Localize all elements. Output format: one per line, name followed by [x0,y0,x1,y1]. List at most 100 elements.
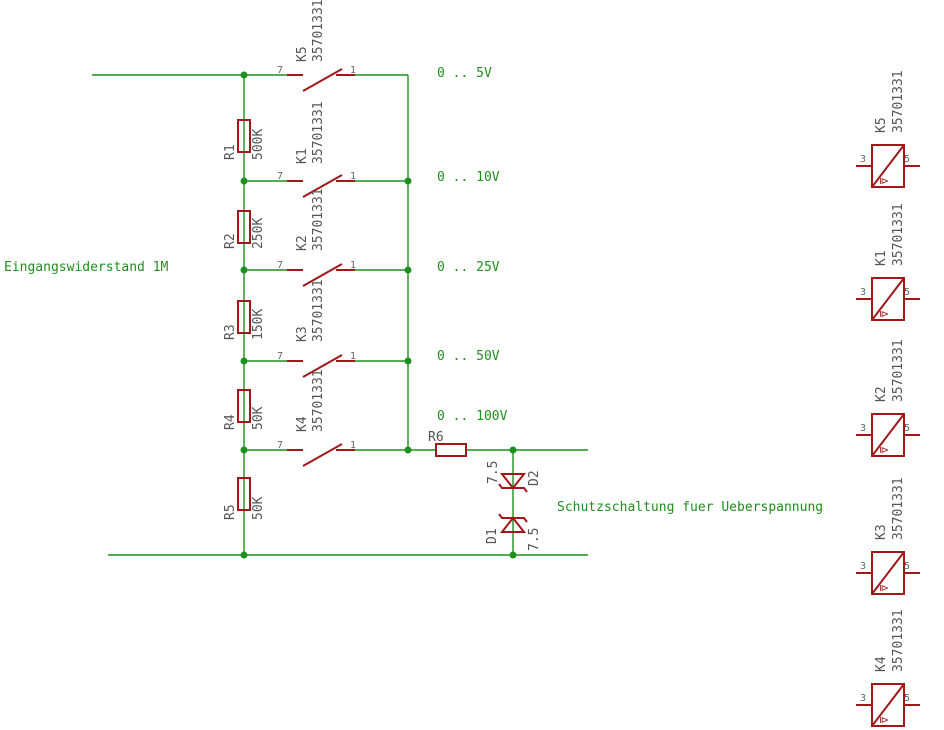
contact-part: 35701331 [311,101,326,164]
coil-diagonal [871,413,905,457]
contact-blade [302,443,343,467]
pin-number: 3 [860,287,866,298]
junction-dot [240,357,248,365]
range-label-25v: 0 .. 25V [437,260,500,275]
pin-number: 5 [904,287,910,298]
resistor-name: R4 [223,414,238,430]
relay-coil-k5: 3 5 ⧐ K5 35701331 [856,70,920,188]
pin-number: 5 [904,423,910,434]
pin-number: 3 [860,423,866,434]
contact-name: K3 [295,326,310,342]
range-labels: 0 .. 5V 0 .. 10V 0 .. 25V 0 .. 50V 0 .. … [437,66,508,424]
resistor-r6: R6 [428,430,467,457]
coil-diagonal [871,277,905,321]
contact-blade [302,68,343,92]
pin-number: 3 [860,561,866,572]
coil-diode-icon: ⧐ [879,445,889,456]
contact-name: K5 [295,46,310,62]
resistor-body [435,443,467,457]
coil-name: K1 [874,250,889,266]
relay-contact-k5: 7 1 K5 35701331 [277,0,356,92]
resistor-value: 250K [251,218,266,249]
contact-blade [302,263,343,287]
resistor-r1: R1 500K [223,119,266,160]
relay-coil-k3: 3 5 ⧐ K3 35701331 [856,477,920,595]
coil-part: 35701331 [891,477,906,540]
pin-number: 7 [277,351,283,362]
contact-name: K4 [295,416,310,432]
resistor-name: R1 [223,144,238,160]
resistor-r5: R5 50K [223,477,266,520]
diode-value: 7.5 [486,461,501,484]
contact-name: K1 [295,148,310,164]
coil-diode-icon: ⧐ [879,176,889,187]
resistor-body [237,119,251,153]
coil-diagonal [871,144,905,188]
resistor-body [237,300,251,334]
diode-name: D2 [527,470,542,486]
pin-number: 5 [904,561,910,572]
pin-number: 1 [350,440,356,451]
resistor-value: 50K [251,406,266,430]
zener-bar [498,513,528,523]
coil-part: 35701331 [891,339,906,402]
resistor-body [237,210,251,244]
coil-diagonal [871,551,905,595]
resistor-r2: R2 250K [223,210,266,249]
contact-blade [302,354,343,378]
diode-value: 7.5 [527,528,542,551]
contact-part: 35701331 [311,369,326,432]
coil-name: K2 [874,386,889,402]
zener-bar [498,483,528,493]
resistor-name: R3 [223,324,238,340]
pin-number: 1 [350,260,356,271]
pin-number: 7 [277,171,283,182]
diode-triangle-outline [499,516,527,533]
coil-name: K4 [874,656,889,672]
contact-part: 35701331 [311,0,326,62]
relay-contact-k1: 7 1 K1 35701331 [277,101,356,198]
resistor-r3: R3 150K [223,300,266,340]
relay-coil-k1: 3 5 ⧐ K1 35701331 [856,203,920,321]
coil-diagonal [871,683,905,727]
relay-coil-k4: 3 5 ⧐ K4 35701331 [856,609,920,727]
relay-contact-k2: 7 1 K2 35701331 [277,188,356,287]
range-label-5v: 0 .. 5V [437,66,492,81]
pin-number: 3 [860,154,866,165]
pin-number: 7 [277,440,283,451]
pin-number: 7 [277,260,283,271]
junction-dot [404,266,412,274]
relay-contact-k3: 7 1 K3 35701331 [277,279,356,378]
junction-dot [240,551,248,559]
wires [92,74,588,556]
pin-number: 1 [350,65,356,76]
relay-coil-k2: 3 5 ⧐ K2 35701331 [856,339,920,457]
coil-name: K5 [874,117,889,133]
pin-number: 7 [277,65,283,76]
resistor-body [237,477,251,511]
range-label-50v: 0 .. 50V [437,349,500,364]
coil-part: 35701331 [891,203,906,266]
relay-contact-k4: 7 1 K4 35701331 [277,369,356,467]
resistor-value: 500K [251,129,266,160]
diode-triangle [502,474,524,488]
resistor-r4: R4 50K [223,389,266,430]
resistor-name: R5 [223,504,238,520]
contact-part: 35701331 [311,188,326,251]
diode-triangle-outline [499,473,527,490]
junction-dot [240,446,248,454]
zener-diode-d1: D1 7.5 [485,513,542,551]
coil-diode-icon: ⧐ [879,309,889,320]
input-resistance-label: Eingangswiderstand 1M [4,260,169,275]
diode-name: D1 [485,528,500,544]
pin-number: 1 [350,351,356,362]
coil-diode-icon: ⧐ [879,715,889,726]
pin-number: 3 [860,693,866,704]
junction-dot [240,177,248,185]
range-label-100v: 0 .. 100V [437,409,508,424]
resistor-body [237,389,251,423]
pin-number: 1 [350,171,356,182]
junction-dot [404,177,412,185]
resistor-value: 50K [251,496,266,520]
pin-number: 5 [904,154,910,165]
